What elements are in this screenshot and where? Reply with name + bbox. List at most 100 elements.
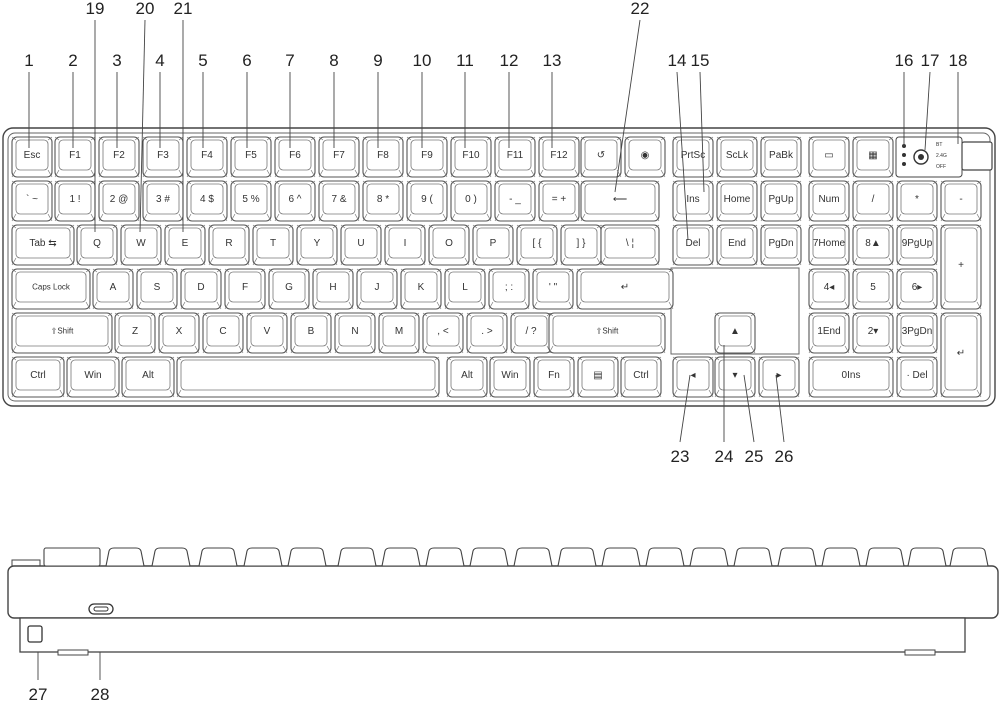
side-receiver-slot (43, 547, 101, 567)
key-label-ins: Ins (686, 194, 699, 205)
key-label-pgup: PgUp (768, 194, 793, 205)
key-label-r: R (225, 238, 232, 249)
key-e: E (164, 224, 206, 266)
key-x: X (158, 312, 200, 354)
key-label-x: X (176, 326, 183, 337)
key-undo: ↺ (580, 136, 622, 178)
key-np7: 7Home (808, 224, 850, 266)
key-label-tab: Tab ⇆ (29, 238, 56, 249)
key-f3: F3 (142, 136, 184, 178)
key-slash: / ? (510, 312, 552, 354)
side-keycap-18 (865, 547, 905, 567)
key-label-slash: / ? (525, 326, 537, 337)
callout-label-11: 11 (456, 51, 474, 70)
key-f12: F12 (538, 136, 580, 178)
key-y: Y (296, 224, 338, 266)
key-rctrl: Ctrl (620, 356, 662, 398)
side-keycap-2 (151, 547, 191, 567)
key-label-comma: , < (437, 326, 449, 337)
key-lwin: Win (66, 356, 120, 398)
callout-label-12: 12 (500, 51, 519, 70)
key-num: Num (808, 180, 850, 222)
key-label-down: ▾ (732, 370, 737, 381)
key-r: R (208, 224, 250, 266)
key-label-backspace: ⟵ (613, 194, 627, 205)
callout-label-8: 8 (329, 51, 338, 70)
key-ins: Ins (672, 180, 714, 222)
key-label-np9: 9PgUp (902, 238, 933, 249)
key-label-npmul: * (915, 194, 919, 205)
key-label-rbracket: ] } (577, 238, 587, 249)
key-label-lock: ◉ (641, 150, 650, 161)
key-label-lshift: ⇧Shift (51, 327, 74, 336)
side-keycap-12 (601, 547, 641, 567)
key-o: O (428, 224, 470, 266)
key-label-f12: F12 (550, 150, 568, 161)
key-label-np2: 2▾ (868, 326, 879, 337)
key-period: . > (466, 312, 508, 354)
callout-label-13: 13 (543, 51, 562, 70)
key-label-a: A (110, 282, 117, 293)
receiver-dongle (961, 141, 993, 171)
key-np1: 1End (808, 312, 850, 354)
key-label-k8: 8 * (377, 194, 389, 205)
key-npenter: ↵ (940, 312, 982, 398)
key-label-v: V (264, 326, 271, 337)
key-label-rshift: ⇧Shift (596, 327, 619, 336)
key-v: V (246, 312, 288, 354)
key-label-screen: ▭ (824, 150, 833, 161)
key-label-esc: Esc (24, 150, 41, 161)
key-equal: = + (538, 180, 580, 222)
keyboard-case-inner (7, 132, 991, 402)
key-label-semicolon: ; : (505, 282, 513, 293)
foot-right (904, 649, 936, 656)
key-tab: Tab ⇆ (11, 224, 75, 266)
key-semicolon: ; : (488, 268, 530, 310)
key-label-t: T (270, 238, 276, 249)
key-label-lwin: Win (84, 370, 101, 381)
key-f5: F5 (230, 136, 272, 178)
side-keycap-11 (557, 547, 597, 567)
key-label-n: N (351, 326, 358, 337)
key-left: ◂ (672, 356, 714, 398)
key-minus: - _ (494, 180, 536, 222)
key-label-npadd: + (958, 260, 964, 271)
key-rshift: ⇧Shift (548, 312, 666, 354)
key-i: I (384, 224, 426, 266)
side-case-bottom (19, 617, 966, 653)
key-label-d: D (197, 282, 204, 293)
key-g: G (268, 268, 310, 310)
switch-label-off: OFF (936, 164, 946, 170)
key-label-k9: 9 ( (421, 194, 433, 205)
key-ralt: Alt (446, 356, 488, 398)
key-label-q: Q (93, 238, 101, 249)
key-k7: 7 & (318, 180, 360, 222)
key-label-e: E (182, 238, 189, 249)
callout-label-28: 28 (91, 685, 110, 702)
key-k4: 4 $ (186, 180, 228, 222)
key-pgup: PgUp (760, 180, 802, 222)
callout-leader-25 (743, 374, 755, 443)
side-keycap-14 (689, 547, 729, 567)
key-m: M (378, 312, 420, 354)
callout-label-6: 6 (242, 51, 251, 70)
side-case-body (7, 565, 999, 619)
key-lshift: ⇧Shift (11, 312, 113, 354)
key-np2: 2▾ (852, 312, 894, 354)
key-comma: , < (422, 312, 464, 354)
key-np5: 5 (852, 268, 894, 310)
key-np9: 9PgUp (896, 224, 938, 266)
key-label-f: F (242, 282, 248, 293)
callout-leader-20 (139, 19, 146, 233)
key-label-h: H (329, 282, 336, 293)
callout-label-24: 24 (715, 447, 734, 466)
key-label-ralt: Alt (461, 370, 473, 381)
key-s: S (136, 268, 178, 310)
key-rbracket: ] } (560, 224, 602, 266)
key-npdot: · Del (896, 356, 938, 398)
callout-label-25: 25 (745, 447, 764, 466)
key-b: B (290, 312, 332, 354)
key-f10: F10 (450, 136, 492, 178)
key-backslash: \ ¦ (600, 224, 660, 266)
